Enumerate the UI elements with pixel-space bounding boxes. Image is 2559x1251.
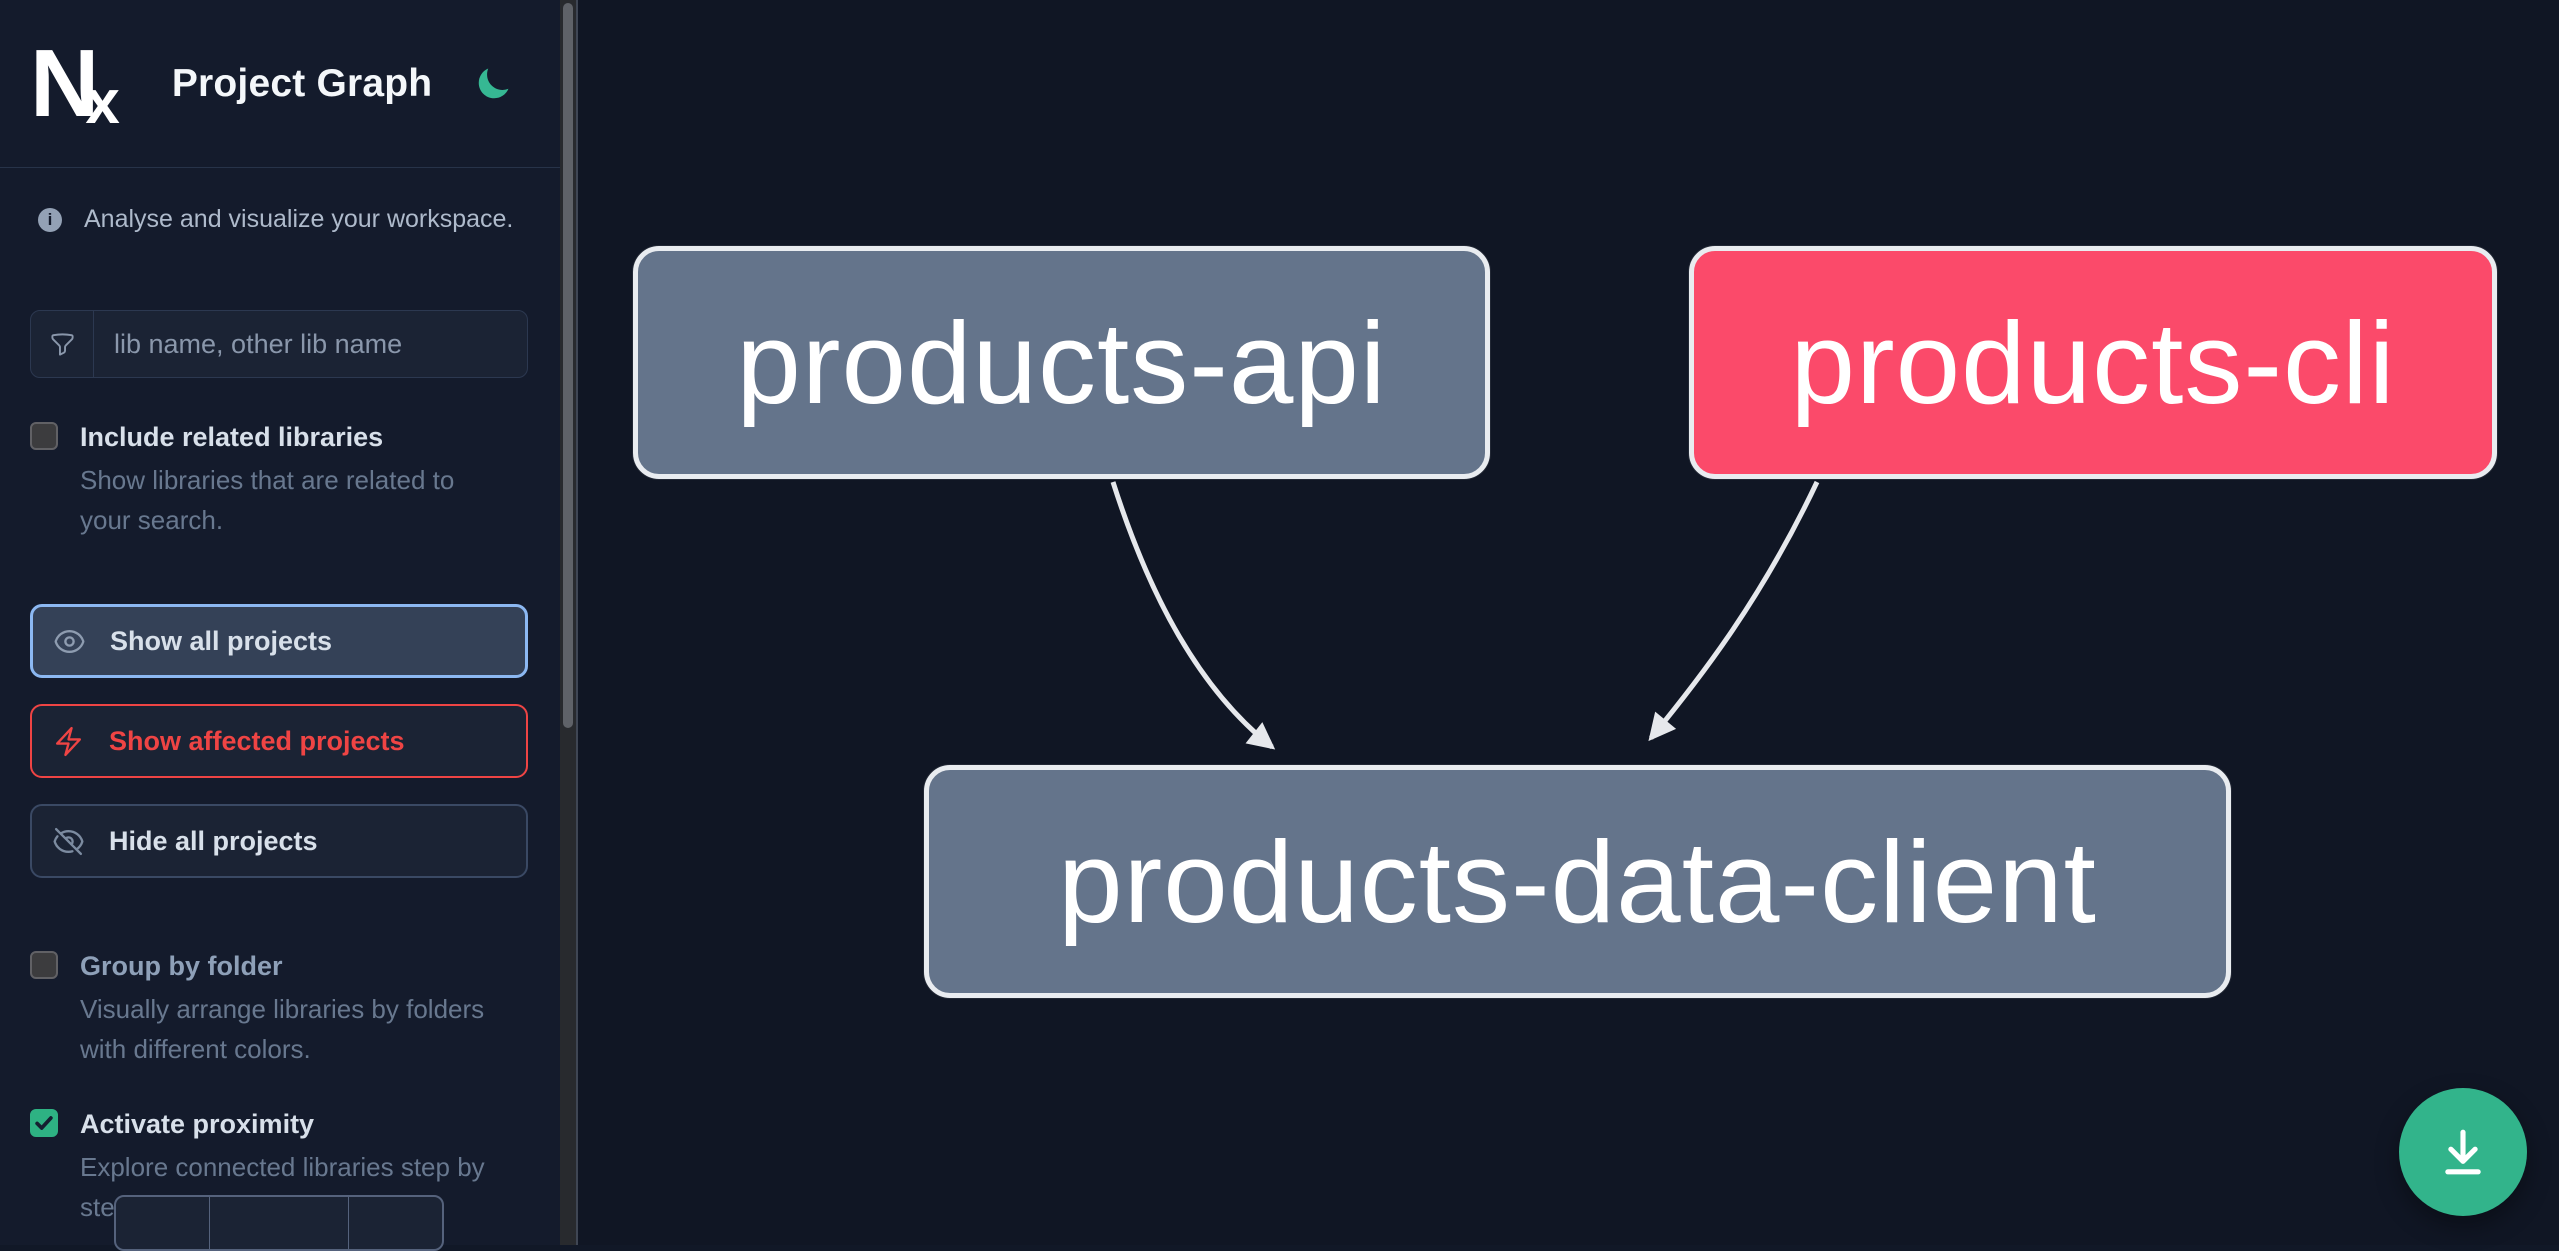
node-products-api[interactable]: products-api [633,246,1490,479]
option-description: Show libraries that are related to your … [80,465,455,535]
sidebar: N x Project Graph i Analyse and visualiz… [0,0,560,1251]
lightning-bolt-icon [52,725,85,758]
show-all-projects-label: Show all projects [110,625,333,656]
filter-funnel-icon [31,311,94,377]
sidebar-scrollbar-thumb[interactable] [563,3,573,728]
hide-all-projects-label: Hide all projects [109,825,318,856]
show-all-projects-button[interactable]: Show all projects [30,604,528,678]
option-include-related-libraries: Include related libraries Show libraries… [30,420,530,540]
search-box [30,310,528,378]
page-title: Project Graph [171,61,433,105]
node-products-cli[interactable]: products-cli [1689,246,2497,479]
checkmark-icon [33,1112,55,1134]
theme-toggle-button[interactable] [474,65,512,103]
info-icon: i [38,207,62,232]
download-image-button[interactable] [2399,1088,2527,1216]
show-affected-projects-button[interactable]: Show affected projects [30,704,528,778]
node-label: products-data-client [1058,816,2097,947]
option-description: Visually arrange libraries by folders wi… [80,994,485,1064]
option-label: Group by folder [80,951,283,981]
project-actions: Show all projects Show affected projects… [30,604,530,878]
graph-canvas[interactable] [578,0,2559,1245]
node-label: products-api [736,297,1387,428]
nx-logo-n: N [30,29,99,137]
proximity-depth-stepper [114,1195,444,1251]
option-activate-proximity: Activate proximity Explore connected lib… [30,1107,530,1227]
search-input[interactable] [94,311,527,377]
moon-icon [474,65,512,103]
proximity-increment-button[interactable] [349,1197,442,1249]
eye-off-icon [52,825,85,858]
option-label: Activate proximity [80,1109,315,1139]
show-affected-projects-label: Show affected projects [109,725,405,756]
hide-all-projects-button[interactable]: Hide all projects [30,804,528,878]
tagline-row: i Analyse and visualize your workspace. [38,205,530,234]
tagline-text: Analyse and visualize your workspace. [84,205,514,233]
sidebar-scrollbar-track [560,0,578,1245]
node-products-data-client[interactable]: products-data-client [924,765,2231,998]
eye-icon [53,625,86,658]
option-label: Include related libraries [80,422,384,452]
activate-proximity-checkbox[interactable] [30,1109,58,1137]
node-label: products-cli [1790,297,2396,428]
nx-logo-x: x [85,67,120,137]
proximity-depth-value [210,1197,350,1249]
include-related-checkbox[interactable] [30,422,58,450]
sidebar-header: N x Project Graph [0,0,560,168]
proximity-decrement-button[interactable] [116,1197,210,1249]
nx-logo: N x [30,29,120,137]
group-by-folder-checkbox[interactable] [30,951,58,979]
option-group-by-folder: Group by folder Visually arrange librari… [30,949,530,1069]
download-icon [2435,1124,2491,1180]
